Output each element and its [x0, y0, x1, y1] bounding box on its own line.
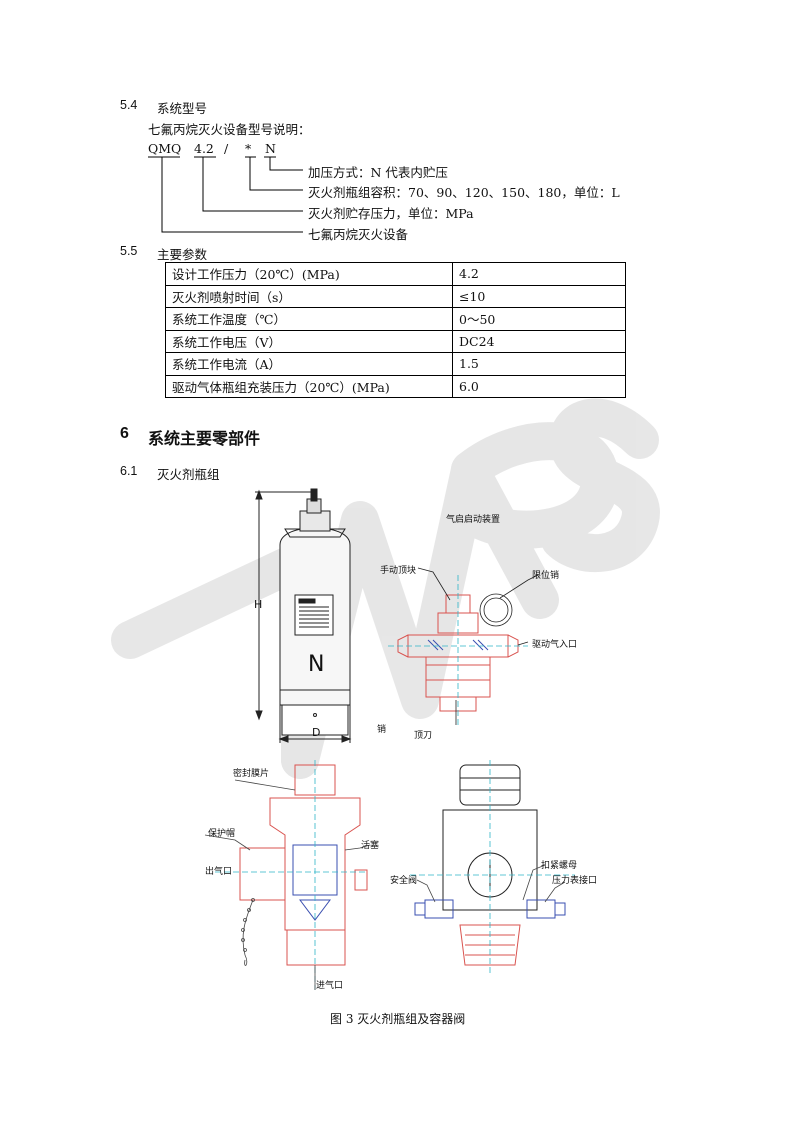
table-row: 驱动气体瓶组充装压力（20℃）(MPa)6.0 [165, 374, 626, 398]
section-6-1-title: 灭火剂瓶组 [157, 467, 220, 482]
param-name: 灭火剂喷射时间（s） [165, 284, 453, 308]
model-annotation-device: 七氟丙烷灭火设备 [308, 227, 409, 242]
model-annotation-pressure: 灭火剂贮存压力，单位：MPa [308, 206, 474, 221]
model-code-slash: / [224, 141, 229, 156]
valve-label-lock-nut: 扣紧螺母 [541, 861, 578, 871]
valve-side-drawing [410, 760, 575, 975]
valve-label-inlet: 进气口 [316, 981, 344, 991]
section-6-1-number: 6.1 [120, 464, 138, 478]
model-intro: 七氟丙烷灭火设备型号说明： [148, 122, 311, 137]
cylinder-dim-h: H [254, 598, 263, 611]
param-value: 4.2 [452, 262, 626, 286]
starter-label-pin: 销 [377, 725, 387, 735]
param-value: 6.0 [452, 374, 626, 398]
table-row: 系统工作温度（℃）0～50 [165, 307, 626, 331]
valve-label-piston: 活塞 [361, 841, 380, 851]
param-name: 系统工作电压（V） [165, 329, 453, 353]
param-name: 设计工作压力（20℃）(MPa) [165, 262, 453, 286]
valve-label-protective-cap: 保护帽 [208, 829, 236, 839]
param-name: 驱动气体瓶组充装压力（20℃）(MPa) [165, 374, 453, 398]
table-row: 灭火剂喷射时间（s）≤10 [165, 284, 626, 308]
param-name: 系统工作温度（℃） [165, 307, 453, 331]
param-value: DC24 [452, 329, 626, 353]
starter-title: 气启启动装置 [446, 515, 501, 525]
section-5-5-number: 5.5 [120, 244, 138, 258]
starter-label-limit-pin: 限位销 [532, 571, 560, 581]
valve-label-safety-valve: 安全阀 [390, 876, 418, 886]
param-name: 系统工作电流（A） [165, 352, 453, 376]
valve-label-outlet: 出气口 [205, 867, 233, 877]
valve-label-gauge-port: 压力表接口 [552, 876, 598, 886]
param-value: 1.5 [452, 352, 626, 376]
model-code-p3: * [245, 141, 252, 156]
starter-label-blade: 顶刀 [414, 731, 433, 741]
cylinder-drawing [255, 488, 352, 743]
figure-caption: 图 3 灭火剂瓶组及容器阀 [330, 1012, 466, 1026]
parameters-table: 设计工作压力（20℃）(MPa)4.2 灭火剂喷射时间（s）≤10 系统工作温度… [165, 262, 626, 398]
starter-label-drive-inlet: 驱动气入口 [532, 640, 578, 650]
model-code-p2: 4.2 [194, 141, 214, 156]
starter-label-manual-block: 手动顶块 [380, 566, 417, 576]
starter-device-drawing [388, 567, 539, 725]
section-6-title: 系统主要零部件 [148, 429, 261, 448]
model-code-leader-lines [148, 156, 303, 233]
valve-section-drawing [204, 760, 371, 990]
table-row: 系统工作电压（V）DC24 [165, 329, 626, 353]
section-6-number: 6 [120, 425, 129, 442]
table-row: 系统工作电流（A）1.5 [165, 352, 626, 376]
param-value: 0～50 [452, 307, 626, 331]
section-5-5-title: 主要参数 [157, 247, 208, 262]
section-5-4-number: 5.4 [120, 98, 138, 112]
table-row: 设计工作压力（20℃）(MPa)4.2 [165, 262, 626, 286]
cylinder-dim-d: D [312, 726, 321, 739]
param-value: ≤10 [452, 284, 626, 308]
section-5-4-title: 系统型号 [157, 101, 208, 116]
model-code-p4: N [265, 141, 276, 156]
model-annotation-volume: 灭火剂瓶组容积：70、90、120、150、180，单位：L [308, 185, 620, 200]
cylinder-letter: N [308, 652, 325, 677]
valve-label-seal-membrane: 密封膜片 [233, 769, 270, 779]
model-code-p1: QMQ [148, 141, 182, 156]
model-annotation-pressurization: 加压方式：N 代表内贮压 [308, 165, 448, 180]
